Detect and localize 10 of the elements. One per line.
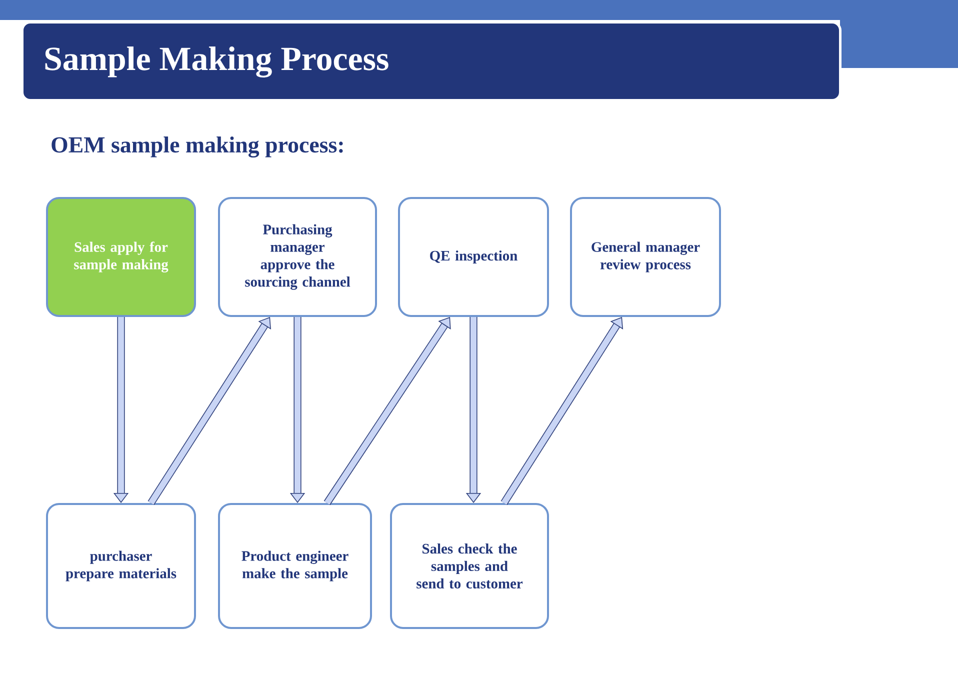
process-box: Sales check the samples and send to customer bbox=[390, 503, 549, 629]
process-box: purchaser prepare materials bbox=[46, 503, 196, 629]
process-box: General manager review process bbox=[570, 197, 721, 317]
subheading: OEM sample making process: bbox=[52, 136, 343, 158]
process-box: Purchasing manager approve the sourcing channel bbox=[218, 197, 377, 317]
process-box: Sales apply for sample making bbox=[46, 197, 196, 317]
block-arrow bbox=[324, 317, 451, 506]
process-box: QE inspection bbox=[398, 197, 549, 317]
title-banner: Sample Making Process bbox=[21, 21, 842, 102]
process-box: Product engineer make the sample bbox=[218, 503, 372, 629]
